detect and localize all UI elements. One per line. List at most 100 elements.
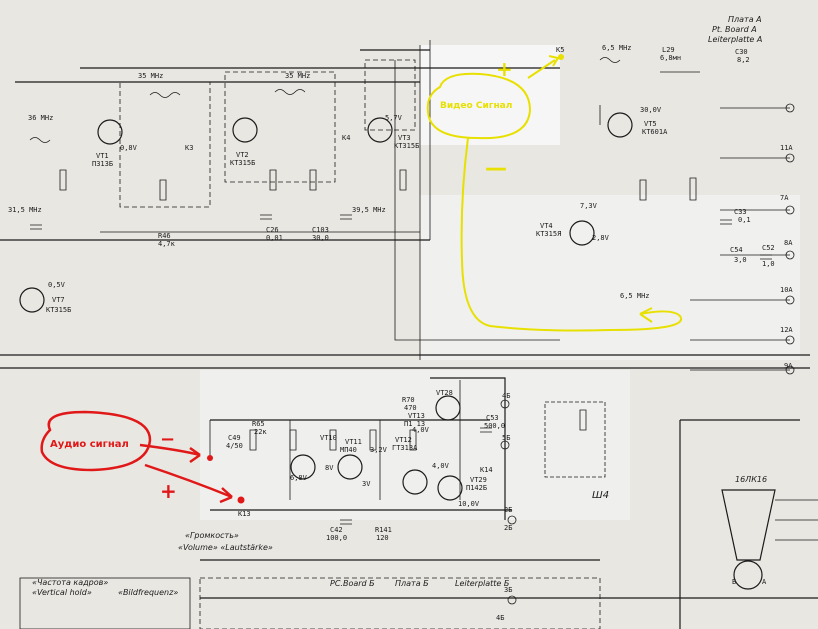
speaker-pin-a: А [762,578,767,586]
component-labels: R65 22к C49 4/50 R70 470 C53 500,0 C42 1… [158,46,775,542]
video-annotation [426,55,683,332]
voltage-10: 2,8V [592,234,610,242]
transistor-symbols [19,112,633,501]
connector-k5: К5 [556,46,564,54]
transistor-name-1: VT2 [236,151,249,159]
control-volume-label: «Volume» «Lautstärke» [178,543,273,552]
component-ref-8: C26 [266,226,279,234]
component-val-3: 500,0 [484,422,505,430]
connector-k13: К13 [238,510,251,518]
control-vertical-ru-label: «Частота кадров» [32,578,108,587]
board-b-title-en: PC.Board Б [330,579,375,588]
connector-k14: К14 [480,466,493,474]
component-val-13: 8,2 [737,56,750,64]
terminal-8: 2Б [504,506,512,514]
transistor-name-0: VT1 [96,152,109,160]
voltage-12: 4,0V [432,462,450,470]
freq-label-4: 31,5 MHz [8,206,42,214]
transistor-type-5: КТ315Б [46,306,71,314]
freq-label-6: 6,5 MHz [602,44,632,52]
voltage-8: 0,8V [120,144,138,152]
component-ref-3: C53 [486,414,499,422]
component-ref-11: C54 [730,246,743,254]
terminal-10: 2Б [504,524,512,532]
terminal-0: 4Б [502,392,510,400]
component-val-1: 4/50 [226,442,243,450]
terminal-4: 9А [784,362,793,370]
transistor-name-10: VT28 [436,389,453,397]
speaker-symbol [679,419,818,629]
terminal-9: 3Б [504,586,512,594]
transistor-name-2: VT3 [398,134,411,142]
video-plus-sign: + [496,57,513,81]
transistor-type-3: КТ315Я [536,230,561,238]
terminal-7: 12А [780,326,793,334]
freq-label-1: 36 MHz [28,114,53,122]
audio-annotation [40,410,233,504]
speaker-pin-b: Б [732,578,736,586]
freq-label-2: 35 MHz [138,72,163,80]
terminal-6: 11А [780,144,793,152]
component-val-11: 3,0 [734,256,747,264]
speaker-label: 16ЛК16 [735,475,767,484]
voltage-11: 5,7V [385,114,403,122]
component-val-9: 0,1 [738,216,751,224]
transistor-type-0: П313Б [92,160,113,168]
voltage-7: 10,0V [458,500,480,508]
transistor-name-8: VT12 [395,436,412,444]
transistor-name-5: VT7 [52,296,65,304]
freq-label-5: 39,5 MHz [352,206,386,214]
component-val-7: 4,7к [158,240,176,248]
board-a-title-de: Leiterplatte A [708,35,762,44]
voltage-2: 8V [325,464,334,472]
component-val-12: 6,8мн [660,54,681,62]
transistor-type-11: П142Б [466,484,487,492]
component-val-10: 1,0 [762,260,775,268]
transistor-type-1: КТ315Б [230,159,255,167]
terminal-1: 5Б [502,434,510,442]
component-ref-12: L29 [662,46,675,54]
component-ref-13: C30 [735,48,748,56]
component-ref-5: R141 [375,526,392,534]
transistor-name-6: VT10 [320,434,337,442]
transistor-name-4: VT5 [644,120,657,128]
board-a-title-en: Pt. Board A [712,25,757,34]
audio-signal-label: Аудио сигнал [50,439,129,450]
transistor-type-4: КТ601А [642,128,668,136]
voltage-1: 0,5V [48,281,66,289]
transistor-name-7: VT11 [345,438,362,446]
component-ref-10: C52 [762,244,775,252]
component-ref-2: R70 [402,396,415,404]
voltage-9: 30,0V [640,106,662,114]
transistor-name-11: VT29 [470,476,487,484]
terminal-11: 4Б [496,614,504,622]
component-ref-1: C49 [228,434,241,442]
audio-minus-sign: − [160,429,175,450]
transistor-labels: VT1 П313Б VT2 КТ315Б VT3 КТ315Б VT4 КТ31… [46,120,668,492]
board-b-title-ru: Плата Б [395,579,429,588]
transistor-type-9: П1 13 [404,420,425,428]
transistor-type-7: МП40 [340,446,357,454]
component-ref-0: R65 [252,420,265,428]
voltage-6: 3V [362,480,371,488]
component-ref-6: C103 [312,226,329,234]
terminal-2: 7А [780,194,789,202]
control-brightness-label: «Громкость» [185,531,239,540]
voltage-4: 4,0V [412,426,430,434]
board-a-title-ru: Плата А [728,15,762,24]
video-signal-label: Видео Сигнал [440,101,512,111]
terminal-5: 10А [780,286,793,294]
transistor-name-3: VT4 [540,222,553,230]
transistor-name-9: VT13 [408,412,425,420]
video-minus-sign: — [485,156,507,181]
voltage-5: 6,8V [290,474,308,482]
voltage-0: 7,3V [580,202,598,210]
freq-label-7: 6,5 MHz [620,292,650,300]
control-vhold-label: «Vertical hold» [32,588,92,597]
voltage-labels: 7,3V 0,5V 8V 3,2V 4,0V 6,8V 3V 10,0V 0,8… [48,106,662,508]
component-val-0: 22к [254,428,267,436]
component-val-6: 30,0 [312,234,329,242]
